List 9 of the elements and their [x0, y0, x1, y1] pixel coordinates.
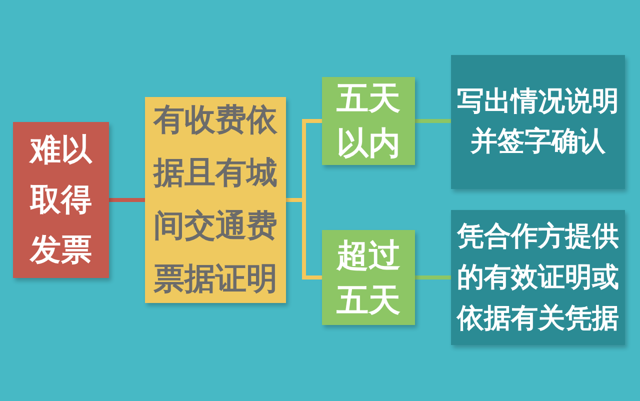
branch-box: 超过五天	[322, 230, 415, 325]
outcome-box: 写出情况说明并签字确认	[451, 55, 625, 189]
topic-box: 难以取得发票	[13, 122, 109, 278]
connector-line	[415, 276, 451, 280]
connector-line	[109, 198, 145, 202]
condition-box: 有收费依据且有城间交通费票据证明	[145, 97, 286, 303]
outcome-box: 凭合作方提供的有效证明或依据有关凭据	[451, 210, 625, 345]
branch-box: 五天以内	[322, 77, 415, 165]
connector-line	[415, 119, 451, 123]
